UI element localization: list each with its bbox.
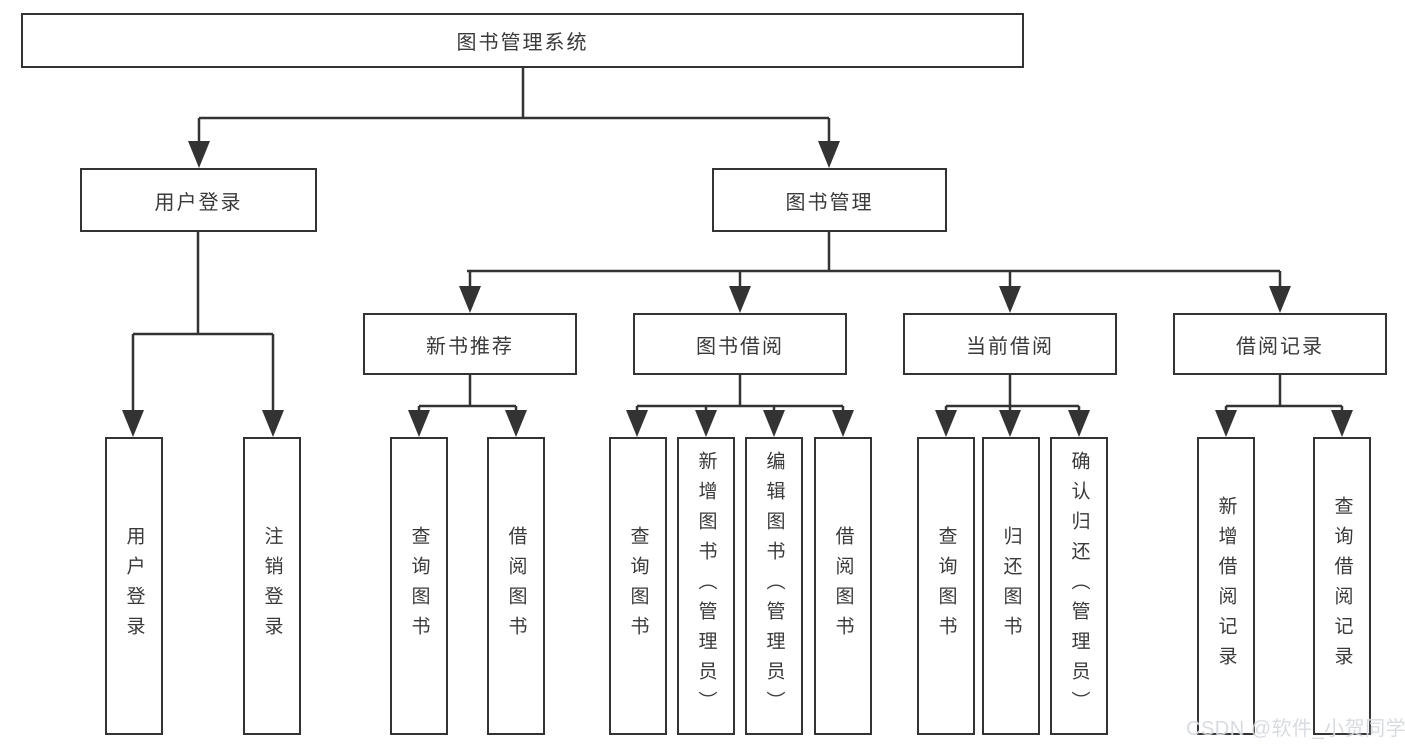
arrow-icon bbox=[999, 286, 1021, 313]
node-label: 新书推荐 bbox=[426, 335, 514, 358]
arrow-icon bbox=[1269, 286, 1291, 313]
leaf-label: 查询图书 bbox=[935, 526, 957, 646]
leaf-label: 查询借阅记录 bbox=[1331, 496, 1353, 676]
leaf-label: 用户登录 bbox=[123, 526, 145, 646]
connector-newbookrec-to-leaves bbox=[417, 375, 518, 412]
leaf-label: 新增借阅记录 bbox=[1215, 496, 1237, 676]
leaf-label: 确认归还（管理员） bbox=[1068, 451, 1090, 721]
arrowheads bbox=[122, 141, 1353, 437]
leaf-query-books-1: 查询图书 bbox=[390, 437, 448, 735]
node-label: 图书借阅 bbox=[696, 335, 784, 358]
connector-bookmgmt-to-level3 bbox=[467, 232, 1282, 287]
node-user-login: 用户登录 bbox=[80, 168, 317, 232]
node-book-borrow: 图书借阅 bbox=[633, 313, 847, 375]
node-book-management: 图书管理 bbox=[712, 168, 947, 232]
arrow-icon bbox=[695, 410, 717, 437]
connector-currentborrow-to-leaves bbox=[944, 375, 1081, 412]
arrow-icon bbox=[262, 410, 284, 437]
leaf-add-books-admin: 新增图书（管理员） bbox=[677, 437, 735, 735]
node-borrow-record: 借阅记录 bbox=[1173, 313, 1387, 375]
leaf-add-borrow-record: 新增借阅记录 bbox=[1197, 437, 1255, 735]
arrow-icon bbox=[188, 141, 210, 168]
leaf-confirm-return-admin: 确认归还（管理员） bbox=[1050, 437, 1108, 735]
arrow-icon bbox=[1331, 410, 1353, 437]
leaf-label: 注销登录 bbox=[261, 526, 283, 646]
arrow-icon bbox=[459, 286, 481, 313]
node-label: 借阅记录 bbox=[1236, 335, 1324, 358]
arrow-icon bbox=[122, 410, 144, 437]
leaf-label: 查询图书 bbox=[408, 526, 430, 646]
arrow-icon bbox=[935, 410, 957, 437]
arrow-icon bbox=[1068, 410, 1090, 437]
leaf-query-books-2: 查询图书 bbox=[609, 437, 667, 735]
arrow-icon bbox=[818, 141, 840, 168]
leaf-borrow-books-1: 借阅图书 bbox=[487, 437, 545, 735]
leaf-user-login: 用户登录 bbox=[105, 437, 163, 735]
leaf-query-borrow-record: 查询借阅记录 bbox=[1313, 437, 1371, 735]
arrow-icon bbox=[1215, 410, 1237, 437]
node-label: 用户登录 bbox=[154, 191, 243, 214]
arrow-icon bbox=[505, 410, 527, 437]
arrow-icon bbox=[626, 410, 648, 437]
leaf-label: 新增图书（管理员） bbox=[695, 451, 717, 721]
arrow-icon bbox=[999, 410, 1021, 437]
leaf-logout: 注销登录 bbox=[243, 437, 301, 735]
leaf-label: 借阅图书 bbox=[505, 526, 527, 646]
leaf-borrow-books-2: 借阅图书 bbox=[814, 437, 872, 735]
leaf-label: 借阅图书 bbox=[832, 526, 854, 646]
node-label: 图书管理 bbox=[785, 191, 874, 214]
connector-root-to-level2 bbox=[197, 68, 831, 142]
node-label: 当前借阅 bbox=[966, 335, 1054, 358]
csdn-watermark: CSDN @软件_小贺同学 bbox=[1186, 718, 1405, 740]
leaf-label: 编辑图书（管理员） bbox=[763, 451, 785, 721]
node-current-borrow: 当前借阅 bbox=[903, 313, 1117, 375]
arrow-icon bbox=[729, 286, 751, 313]
leaf-label: 查询图书 bbox=[627, 526, 649, 646]
node-new-book-recommend: 新书推荐 bbox=[363, 313, 577, 375]
node-root-system: 图书管理系统 bbox=[21, 13, 1024, 68]
leaf-return-books: 归还图书 bbox=[982, 437, 1040, 735]
leaf-edit-books-admin: 编辑图书（管理员） bbox=[745, 437, 803, 735]
arrow-icon bbox=[763, 410, 785, 437]
connector-userlogin-to-leaves bbox=[131, 232, 275, 412]
arrow-icon bbox=[408, 410, 430, 437]
leaf-label: 归还图书 bbox=[1000, 526, 1022, 646]
node-root-label: 图书管理系统 bbox=[456, 32, 589, 54]
connector-borrowrecord-to-leaves bbox=[1224, 375, 1344, 412]
arrow-icon bbox=[832, 410, 854, 437]
leaf-query-books-3: 查询图书 bbox=[917, 437, 975, 735]
connector-bookborrow-to-leaves bbox=[635, 375, 845, 412]
